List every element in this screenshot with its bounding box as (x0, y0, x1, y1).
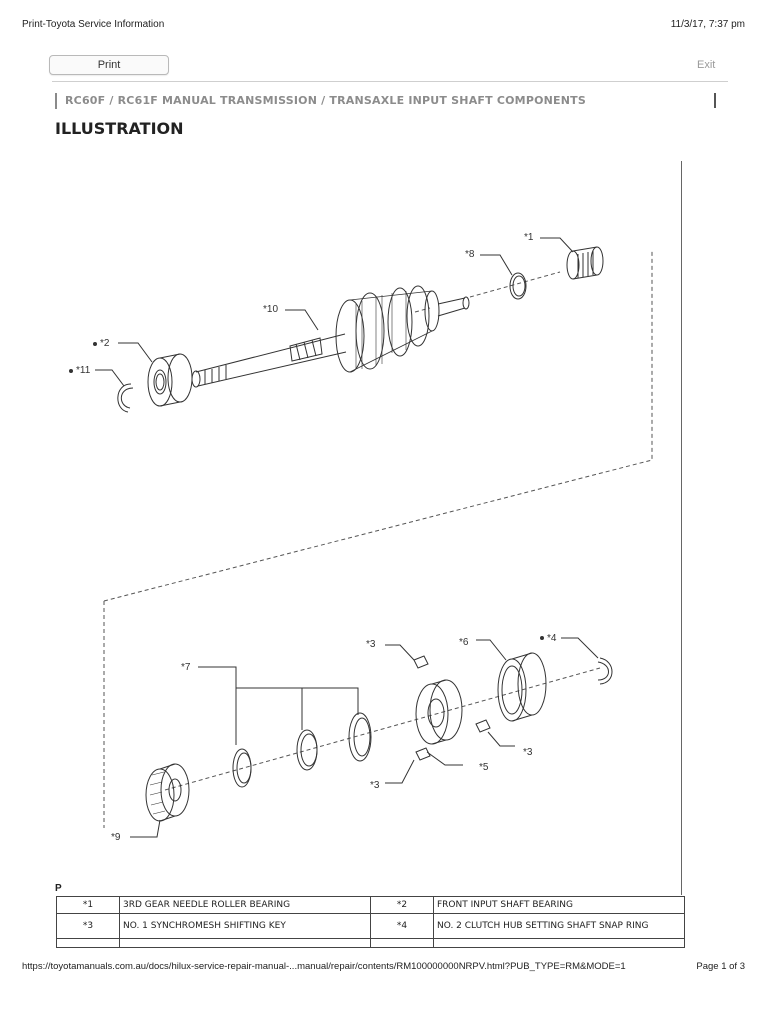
bullet-dot (93, 342, 97, 346)
callout-label-1: *1 (524, 232, 534, 243)
snap-ring-part (509, 272, 527, 300)
callout-label-10: *10 (263, 304, 278, 315)
callout-label-3-upper: *3 (366, 639, 376, 650)
breadcrumb-end-bar (714, 93, 716, 108)
page-number: Page 1 of 3 (696, 961, 745, 972)
part-code: *3 (56, 913, 120, 939)
snap-ring-front-part (120, 387, 134, 409)
hub-sleeve-part (497, 652, 547, 722)
part-name: FRONT INPUT SHAFT BEARING (433, 896, 685, 914)
table-row: *1 3RD GEAR NEEDLE ROLLER BEARING *2 FRO… (56, 896, 685, 914)
illustration-code-marker: P (55, 883, 62, 894)
synchronizer-rings-part (232, 712, 372, 788)
part-code: *1 (56, 896, 120, 914)
illustration-border (681, 161, 682, 895)
footer-url: https://toyotamanuals.com.au/docs/hilux-… (22, 961, 626, 972)
callout-label-8: *8 (465, 249, 475, 260)
shifting-key-lower-part (415, 747, 431, 761)
part-code: *2 (370, 896, 434, 914)
bullet-dot (69, 369, 73, 373)
assembly-guide-lines (103, 250, 653, 828)
callout-label-3-right: *3 (523, 747, 533, 758)
gear-9-part (145, 763, 190, 822)
bullet-dot (540, 636, 544, 640)
part-code: *4 (370, 913, 434, 939)
print-button[interactable]: Print (49, 55, 169, 75)
print-header-title: Print-Toyota Service Information (22, 19, 165, 30)
needle-roller-bearing-part (566, 246, 604, 280)
callout-label-6: *6 (459, 637, 469, 648)
breadcrumb: RC60F / RC61F MANUAL TRANSMISSION / TRAN… (55, 93, 586, 109)
shifting-key-right-part (475, 719, 491, 733)
page-title: ILLUSTRATION (55, 119, 184, 138)
input-shaft-part (191, 285, 470, 388)
callout-label-4: *4 (547, 633, 557, 644)
front-bearing-part (147, 353, 193, 407)
part-name: 3RD GEAR NEEDLE ROLLER BEARING (119, 896, 371, 914)
callout-label-5: *5 (479, 762, 489, 773)
part-name: NO. 2 CLUTCH HUB SETTING SHAFT SNAP RING (433, 913, 685, 939)
clutch-hub-part (415, 679, 463, 745)
exit-link[interactable]: Exit (697, 59, 716, 71)
callout-label-3-lower: *3 (370, 780, 380, 791)
snap-ring-rear-part (597, 661, 609, 681)
callout-label-11: *11 (76, 365, 91, 376)
table-row: *3 NO. 1 SYNCHROMESH SHIFTING KEY *4 NO.… (56, 913, 685, 939)
callout-label-2: *2 (100, 338, 110, 349)
print-header-datetime: 11/3/17, 7:37 pm (670, 19, 745, 30)
parts-legend-table: *1 3RD GEAR NEEDLE ROLLER BEARING *2 FRO… (56, 896, 685, 948)
part-name: NO. 1 SYNCHROMESH SHIFTING KEY (119, 913, 371, 939)
table-row (56, 938, 685, 948)
input-shaft-exploded-diagram: *1 *8 *10 *2 *11 *3 *6 *4 *7 *3 *5 *3 *9 (69, 232, 653, 843)
callout-label-7: *7 (181, 662, 191, 673)
callout-label-9: *9 (111, 832, 121, 843)
shifting-key-upper-part (413, 655, 429, 669)
toolbar-divider (52, 81, 728, 82)
